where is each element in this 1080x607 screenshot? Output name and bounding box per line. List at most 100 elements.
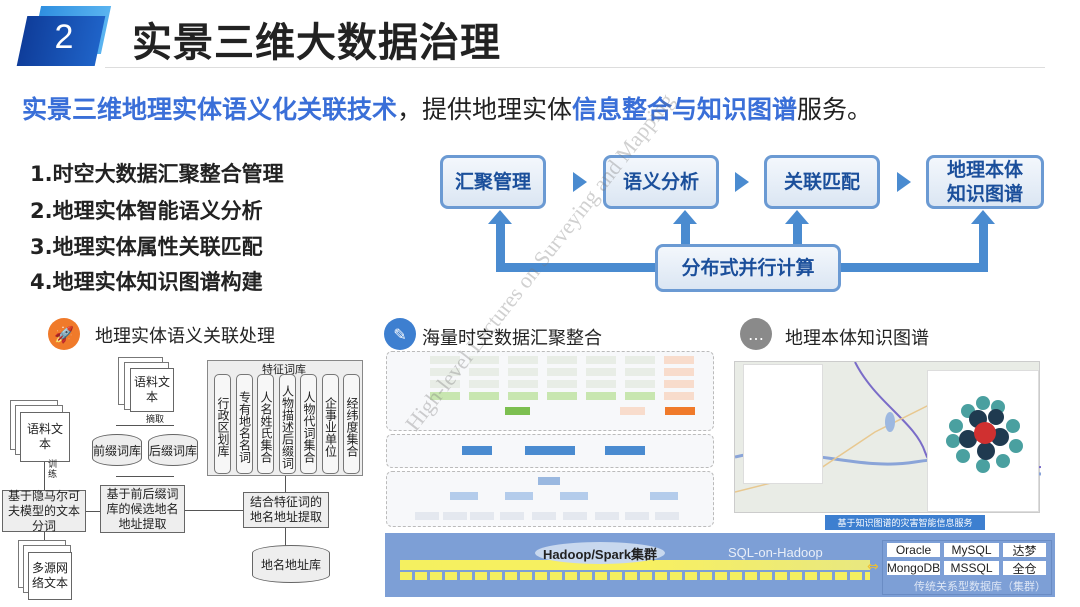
db-caption: 传统关系型数据库（集群）	[914, 580, 1046, 593]
semantic-node	[547, 368, 577, 376]
semantic-node	[625, 356, 655, 364]
semantic-node	[469, 356, 499, 364]
feature-column: 人名姓氏集合	[257, 374, 274, 474]
geometry-leaf-node	[415, 512, 439, 520]
db-oracle: Oracle	[887, 543, 940, 557]
flow-step-semantic: 语义分析	[603, 155, 719, 209]
section-number: 2	[54, 18, 74, 56]
geometry-node	[505, 492, 533, 500]
semantic-node	[508, 380, 538, 388]
arrow-up-icon	[785, 210, 809, 224]
db-quancang: 全仓	[1003, 561, 1046, 576]
knowledge-graph	[946, 396, 1023, 473]
geometry-leaf-node	[595, 512, 619, 520]
semantic-node	[586, 392, 616, 400]
semantic-node	[430, 380, 460, 388]
feature-column: 人物代词集合	[300, 374, 317, 474]
geometry-leaf-node	[443, 512, 467, 520]
geometry-node	[560, 492, 588, 500]
semantic-node	[508, 392, 538, 400]
hmm-segmentation-box: 基于隐马尔可夫模型的文本分词	[2, 489, 86, 533]
list-item: 4.地理实体知识图谱构建	[30, 270, 263, 294]
page-title: 实景三维大数据治理	[132, 20, 501, 66]
db-mongodb: MongoDB	[886, 561, 941, 575]
subtitle-highlight: 实景三维地理实体语义化关联技术	[22, 95, 398, 124]
geometry-node	[450, 492, 478, 500]
flow-connector	[979, 222, 988, 270]
train-label: 训练	[48, 460, 58, 480]
lod-node	[462, 446, 492, 455]
semantic-node	[469, 368, 499, 376]
cluster-band	[400, 560, 870, 570]
feature-lexicon-title: 特征词库	[262, 363, 306, 376]
semantic-node	[586, 380, 616, 388]
semantic-node	[430, 368, 460, 376]
semantic-node	[586, 356, 616, 364]
multi-scale-node	[525, 446, 575, 455]
semantic-node	[547, 380, 577, 388]
semantic-node	[625, 392, 655, 400]
candidate-extract-box: 基于前后缀词库的候选地名地址提取	[100, 485, 185, 533]
geometry-node	[650, 492, 678, 500]
subtitle-text: ，提供地理实体	[397, 95, 573, 124]
feature-column: 人物描述后缀词	[278, 374, 296, 474]
list-item: 1.时空大数据汇聚整合管理	[30, 162, 284, 186]
semantic-node	[664, 368, 694, 376]
db-mssql: MSSQL	[944, 561, 999, 575]
arrow-up-icon	[971, 210, 995, 224]
db-mysql: MySQL	[944, 543, 999, 557]
subtitle-highlight: 信息整合与知识图谱	[572, 95, 798, 124]
semantic-node	[620, 407, 645, 415]
extract-label: 摘取	[146, 415, 165, 425]
flow-connector	[793, 222, 802, 252]
map-side-panel	[743, 364, 823, 484]
semantic-node	[430, 392, 460, 400]
flow-connector	[681, 222, 690, 252]
flow-base-distributed: 分布式并行计算	[655, 244, 841, 292]
geometry-leaf-node	[532, 512, 556, 520]
connector	[185, 510, 243, 511]
arrow-right-icon	[897, 172, 911, 192]
sql-on-hadoop-label: SQL-on-Hadoop	[728, 545, 823, 560]
semantic-node	[664, 380, 694, 388]
semantic-node	[469, 380, 499, 388]
prefix-db: 前缀词库	[92, 434, 142, 466]
corpus-doc: 语料文本	[130, 368, 174, 412]
divider	[105, 67, 1045, 68]
geometry-leaf-node	[563, 512, 587, 520]
multi-source-doc: 多源网络文本	[28, 552, 72, 600]
3d-model-node	[605, 446, 645, 455]
semantic-node	[547, 356, 577, 364]
map-screenshot	[734, 361, 1042, 513]
cluster-nodes	[400, 572, 870, 580]
suffix-db: 后缀词库	[148, 434, 198, 466]
relational-db-group	[882, 540, 1052, 595]
pencil-icon: ✎	[384, 318, 416, 350]
list-item: 3.地理实体属性关联匹配	[30, 235, 263, 259]
semantic-output-node	[665, 407, 695, 415]
feature-column: 专有地名名词	[235, 374, 253, 474]
geometry-leaf-node	[655, 512, 679, 520]
feature-column: 经纬度集合	[343, 374, 360, 474]
arrow-up-icon	[673, 210, 697, 224]
semantic-node	[508, 356, 538, 364]
flow-connector	[496, 222, 505, 270]
semantic-node	[664, 392, 694, 400]
flow-step-knowledge-graph: 地理本体 知识图谱	[926, 155, 1044, 209]
geometry-leaf-node	[625, 512, 649, 520]
db-dameng: 达梦	[1003, 543, 1046, 558]
corpus-doc: 语料文本	[20, 412, 70, 462]
geometry-leaf-node	[500, 512, 524, 520]
semantic-node	[664, 356, 694, 364]
flow-step-aggregate: 汇聚管理	[440, 155, 546, 209]
list-item: 2.地理实体智能语义分析	[30, 199, 263, 223]
semantic-node	[469, 392, 499, 400]
knowledge-graph-panel	[927, 370, 1039, 512]
feature-column: 行政区划库	[214, 374, 231, 474]
connector	[285, 528, 286, 546]
semantic-node	[625, 368, 655, 376]
semantic-node	[625, 380, 655, 388]
flow-step-matching: 关联匹配	[764, 155, 880, 209]
rocket-icon: 🚀	[48, 318, 80, 350]
section-title: 地理本体知识图谱	[785, 328, 929, 349]
